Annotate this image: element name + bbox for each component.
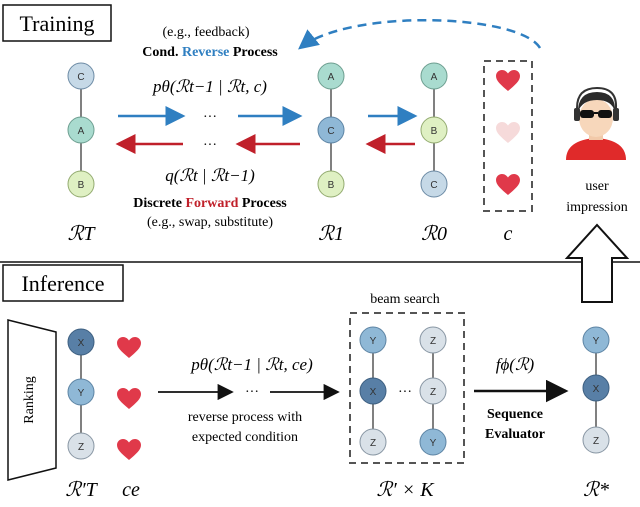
forward-prefix: Discrete [133, 196, 185, 211]
reverse-desc-line2: expected condition [192, 430, 298, 445]
svg-text:Y: Y [430, 438, 437, 449]
chain-1-node-3: B [317, 170, 345, 198]
evaluator-label-line1: Sequence [487, 407, 543, 422]
chain-1-node-2: C [317, 116, 345, 144]
forward-formula: q(ℛt | ℛt−1) [165, 166, 255, 185]
reverse-formula: pθ(ℛt−1 | ℛt, c) [152, 77, 267, 96]
reverse-dots: ··· [203, 110, 217, 125]
svg-text:Y: Y [593, 336, 600, 347]
svg-text:B: B [328, 180, 335, 191]
forward-example-text: (e.g., swap, substitute) [147, 215, 273, 230]
svg-text:X: X [78, 338, 85, 349]
chain-t-node-3: B [67, 170, 95, 198]
svg-text:Z: Z [370, 438, 376, 449]
inference-chain-node-2: Y [67, 378, 95, 406]
svg-text:A: A [431, 72, 438, 83]
evaluator-label-line2: Evaluator [485, 427, 545, 442]
user-avatar [566, 86, 626, 160]
beam-right-node-1: Z [419, 326, 447, 354]
inference-chain-node-3: Z [67, 432, 95, 460]
reverse-suffix: Process [229, 45, 278, 60]
reverse-process-title: Cond. Reverse Process [142, 45, 278, 60]
svg-text:A: A [78, 126, 85, 137]
reverse-desc-line1: reverse process with [188, 410, 302, 425]
feedback-example-text: (e.g., feedback) [162, 25, 249, 40]
chain-t-node-1: C [67, 62, 95, 90]
inference-label-text: Inference [21, 271, 104, 296]
svg-text:A: A [328, 72, 335, 83]
svg-text:X: X [370, 387, 377, 398]
forward-dots: ··· [203, 138, 217, 153]
svg-text:Z: Z [430, 387, 436, 398]
chain-t-node-2: A [67, 116, 95, 144]
condition-label: c [504, 223, 513, 245]
heart-icon [117, 439, 141, 460]
beam-right-node-2: Z [419, 377, 447, 405]
svg-text:Y: Y [78, 388, 85, 399]
svg-text:B: B [431, 126, 438, 137]
heart-icon [496, 174, 520, 195]
svg-text:Y: Y [370, 336, 377, 347]
beam-left-node-2: X [359, 377, 387, 405]
inference-chain-node-1: X [67, 328, 95, 356]
final-chain-node-3: Z [582, 426, 610, 454]
user-label-line1: user [585, 179, 609, 194]
chain-0-node-2: B [420, 116, 448, 144]
final-chain-node-2: X [582, 374, 610, 402]
final-chain-node-1: Y [582, 326, 610, 354]
forward-process-title: Discrete Forward Process [133, 196, 287, 211]
inference-section-label: Inference [2, 264, 124, 302]
feedback-curve-arrow [298, 18, 542, 50]
forward-word: Forward [185, 196, 238, 211]
training-section-label: Training [2, 4, 112, 42]
evaluator-formula: fϕ(ℛ) [496, 355, 535, 374]
chain-t-label: ℛT [67, 223, 96, 245]
reverse-word: Reverse [182, 45, 229, 60]
svg-text:C: C [327, 126, 334, 137]
chain-0-node-1: A [420, 62, 448, 90]
ranking-block [7, 319, 57, 481]
inference-reverse-formula: pθ(ℛt−1 | ℛt, ce) [190, 355, 313, 374]
training-label-text: Training [20, 11, 95, 36]
condition-box [483, 60, 533, 212]
reverse-prefix: Cond. [142, 45, 182, 60]
chain-0-node-3: C [420, 170, 448, 198]
inference-dots: ··· [245, 385, 259, 400]
heart-icon [496, 70, 520, 91]
expected-condition-label: ce [122, 479, 140, 501]
ranking-label: Ranking [22, 376, 37, 423]
up-arrow [564, 223, 630, 303]
final-chain-label: ℛ* [583, 479, 609, 501]
svg-text:X: X [593, 384, 600, 395]
svg-text:Z: Z [78, 442, 84, 453]
forward-suffix: Process [238, 196, 287, 211]
beam-right-node-3: Y [419, 428, 447, 456]
heart-faded-icon [496, 122, 520, 143]
beam-search-label: beam search [370, 292, 440, 307]
svg-text:B: B [78, 180, 85, 191]
chain-1-label: ℛ1 [318, 223, 344, 245]
inference-chain-label: ℛ′T [65, 479, 98, 501]
beam-left-node-3: Z [359, 428, 387, 456]
svg-text:Z: Z [593, 436, 599, 447]
chain-1-node-1: A [317, 62, 345, 90]
user-label-line2: impression [566, 200, 627, 215]
beam-dots: ··· [398, 385, 412, 400]
heart-icon [117, 337, 141, 358]
svg-text:C: C [77, 72, 84, 83]
chain-0-label: ℛ0 [421, 223, 447, 245]
beam-output-label: ℛ′ × K [376, 479, 435, 501]
svg-text:C: C [430, 180, 437, 191]
heart-icon [117, 388, 141, 409]
beam-left-node-1: Y [359, 326, 387, 354]
svg-text:Z: Z [430, 336, 436, 347]
